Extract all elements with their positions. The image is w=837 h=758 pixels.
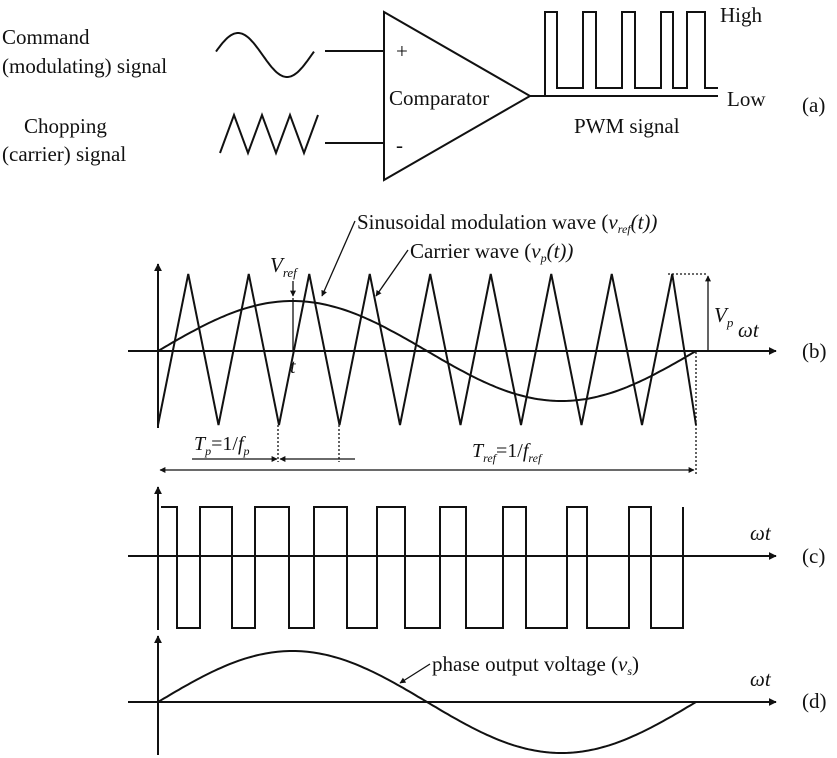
- pwm-output-waveform: [544, 11, 718, 96]
- panel-c-tag: (c): [802, 544, 825, 568]
- output-voltage-label: phase output voltage (vs): [432, 652, 639, 678]
- sine-wave-label: Sinusoidal modulation wave (vref(t)): [357, 210, 657, 236]
- chopping-label-line1: Chopping: [24, 114, 107, 138]
- tref-label: Tref=1/fref: [472, 440, 543, 465]
- sinusoidal-modulation-wave: [157, 300, 697, 402]
- high-label: High: [720, 3, 763, 27]
- carrier-wave-label: Carrier wave (vp(t)): [410, 239, 573, 265]
- sine-wave-callout-arrow: [321, 220, 356, 297]
- plus-sign: +: [396, 39, 408, 63]
- panel-c-axis-label: ωt: [750, 521, 772, 545]
- command-label-line1: Command: [2, 25, 90, 49]
- panel-b-tag: (b): [802, 339, 827, 363]
- panel-a-tag: (a): [802, 93, 825, 117]
- comparator-label: Comparator: [389, 86, 489, 110]
- panel-d: phase output voltage (vs) ωt (d): [128, 635, 827, 755]
- panel-a: Command (modulating) signal Chopping (ca…: [2, 3, 825, 182]
- time-label: t: [290, 356, 296, 378]
- panel-c: ωt (c): [128, 486, 825, 630]
- pwm-waveform: [161, 506, 684, 629]
- panel-b-axis-label: ωt: [738, 318, 760, 342]
- panel-d-tag: (d): [802, 689, 827, 713]
- vp-label: Vp: [714, 303, 734, 330]
- carrier-triangle-symbol: [219, 112, 319, 156]
- carrier-wave: [157, 273, 697, 426]
- panel-d-axis-label: ωt: [750, 667, 772, 691]
- low-label: Low: [727, 87, 766, 111]
- minus-sign: -: [396, 133, 403, 157]
- phase-output-voltage-wave: [157, 650, 697, 754]
- output-callout-arrow: [399, 663, 431, 684]
- pwm-signal-label: PWM signal: [574, 114, 680, 138]
- comparator-triangle: [383, 10, 533, 182]
- carrier-wave-callout-arrow: [375, 249, 409, 297]
- tp-label: Tp=1/fp: [194, 433, 250, 458]
- chopping-label-line2: (carrier) signal: [2, 142, 126, 166]
- command-sine-symbol: [215, 32, 315, 78]
- panel-b: Vref t Vp ωt (b) Sinusoidal modulation w…: [128, 210, 827, 474]
- command-label-line2: (modulating) signal: [2, 54, 167, 78]
- vref-label: Vref: [270, 253, 299, 280]
